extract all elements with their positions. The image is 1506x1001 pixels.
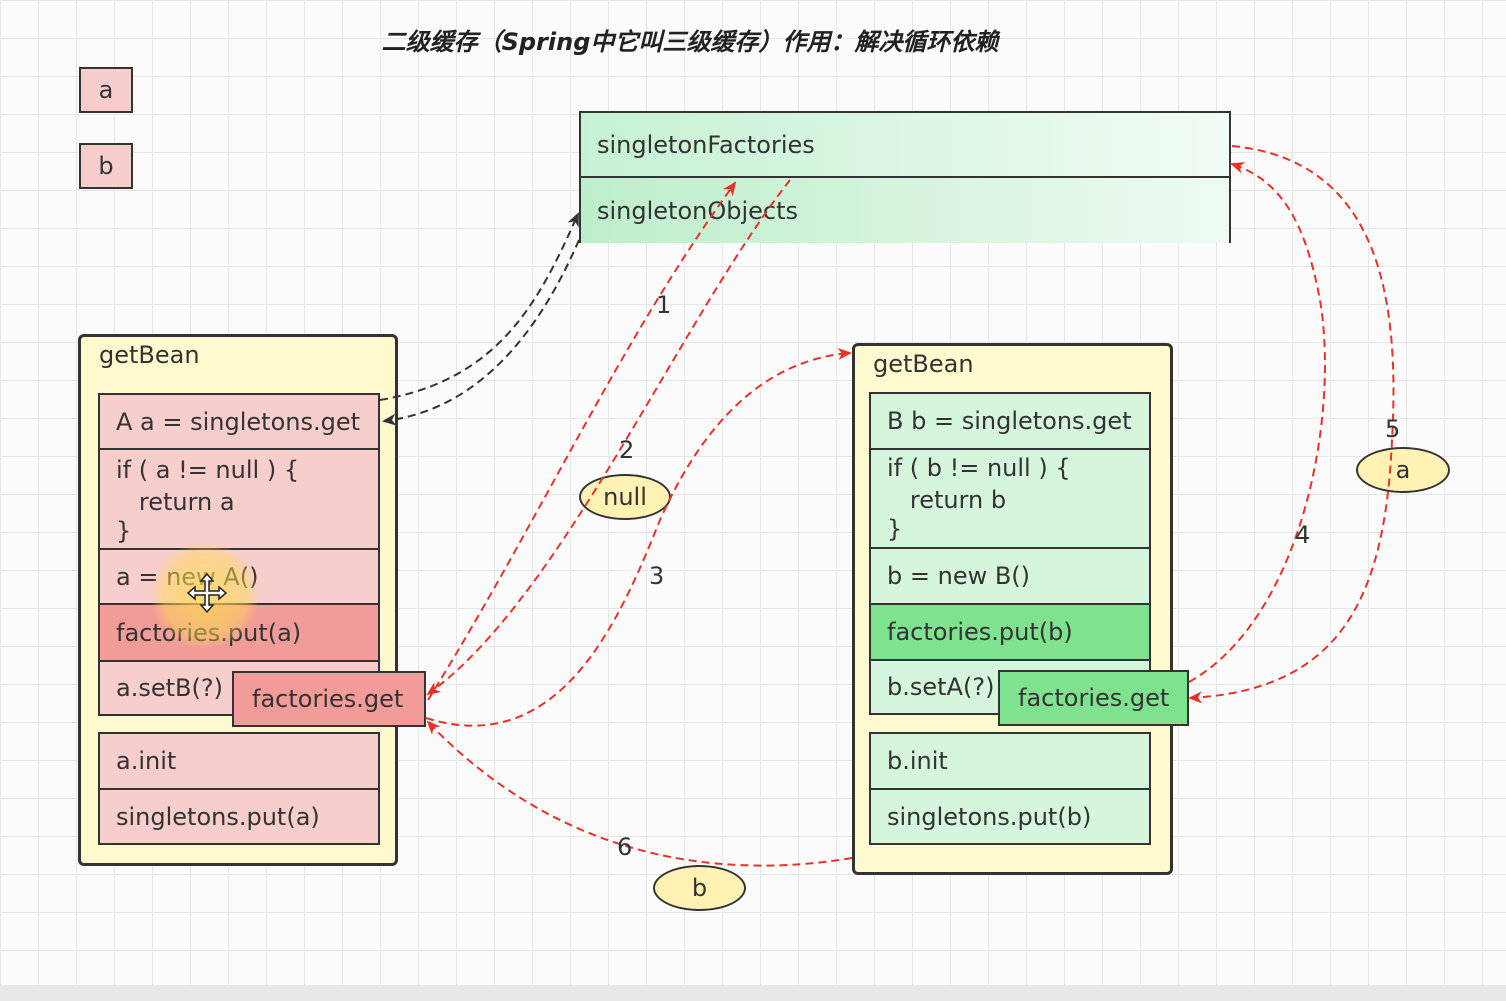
- right-if-line2: return b: [887, 486, 1007, 514]
- right-if-cell: if ( b != null ) { return b }: [869, 448, 1151, 549]
- arrow-left-get-to-cache: [379, 212, 579, 401]
- a-token: a: [1356, 447, 1450, 493]
- arrow-step6: [426, 720, 853, 867]
- left-if-line2: return a: [116, 488, 235, 516]
- arrow-step1: [427, 181, 737, 701]
- right-panel-title: getBean: [873, 350, 974, 378]
- legend-b: b: [79, 143, 133, 189]
- right-if-line3: }: [887, 515, 903, 543]
- left-singletons-put-cell: singletons.put(a): [98, 788, 380, 845]
- arrow-cache-to-left-get: [382, 239, 580, 426]
- diagram-title: 二级缓存（Spring中它叫三级缓存）作用：解决循环依赖: [381, 28, 999, 56]
- left-factories-get-box: factories.get: [232, 671, 426, 727]
- left-if-line1: if ( a != null ) {: [116, 456, 300, 484]
- null-token: null: [579, 474, 671, 520]
- left-panel-title: getBean: [99, 341, 200, 369]
- cache-box: singletonFactories singletonObjects: [579, 111, 1231, 243]
- step-number-4: 4: [1295, 521, 1310, 549]
- b-token: b: [653, 865, 746, 911]
- arrow-step3: [425, 347, 852, 727]
- left-if-cell: if ( a != null ) { return a }: [98, 448, 380, 550]
- left-init-cell: a.init: [98, 732, 380, 790]
- right-init-cell: b.init: [869, 732, 1151, 790]
- left-get-cell: A a = singletons.get: [98, 393, 380, 450]
- right-if-line1: if ( b != null ) {: [887, 454, 1071, 482]
- right-singletons-put-cell: singletons.put(b): [869, 788, 1151, 845]
- left-if-line3: }: [116, 517, 132, 545]
- bottom-bar: [0, 985, 1506, 1001]
- singleton-objects-row: singletonObjects: [581, 178, 1229, 243]
- right-new-cell: b = new B(): [869, 547, 1151, 605]
- legend-a: a: [79, 67, 133, 113]
- step-number-2: 2: [619, 436, 634, 464]
- right-factories-get-box: factories.get: [998, 670, 1189, 726]
- right-get-cell: B b = singletons.get: [869, 392, 1151, 450]
- step-number-1: 1: [656, 291, 671, 319]
- move-cursor-icon: [186, 572, 228, 614]
- step-number-5: 5: [1385, 415, 1400, 443]
- step-number-3: 3: [649, 562, 664, 590]
- arrow-step2: [426, 179, 791, 696]
- step-number-6: 6: [617, 833, 632, 861]
- right-factories-put-cell: factories.put(b): [869, 603, 1151, 661]
- singleton-factories-row: singletonFactories: [581, 113, 1229, 178]
